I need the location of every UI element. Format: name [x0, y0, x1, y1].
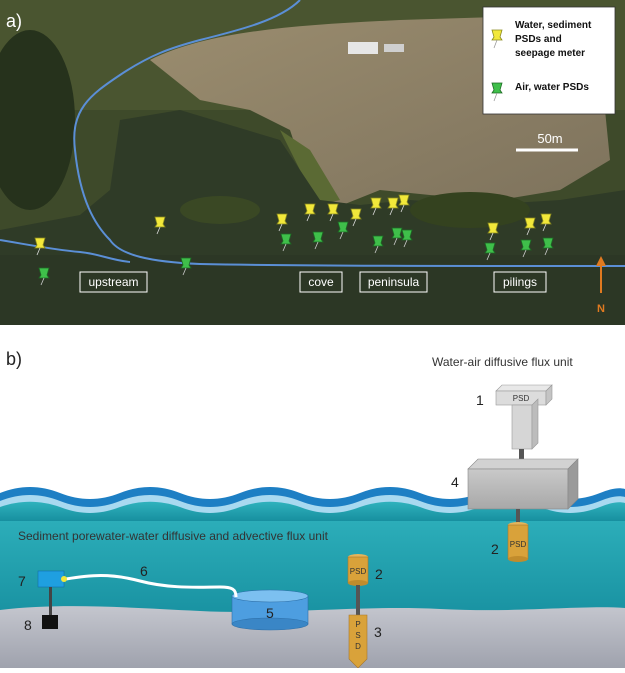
yellow-pin-group	[34, 194, 552, 256]
sediment-unit-title: Sediment porewater-water diffusive and a…	[18, 529, 329, 543]
yellow-pin	[276, 213, 288, 232]
yellow-pin	[387, 197, 399, 216]
panel-a-map: upstream cove peninsula pilings N 50m Wa…	[0, 0, 625, 325]
green-pin	[372, 235, 384, 254]
schematic-svg: b) Water-air diffusive flux unit Sedimen…	[0, 349, 625, 669]
legend-yellow-line3: seepage meter	[515, 48, 585, 59]
sediment-psd-probe: P S D	[348, 614, 368, 669]
green-pin	[391, 227, 403, 246]
yellow-pin	[524, 217, 536, 236]
panel-b-schematic: b) Water-air diffusive flux unit Sedimen…	[0, 325, 625, 669]
site-label-cove: cove	[299, 271, 343, 293]
green-pin	[542, 237, 554, 256]
river-boundary-line	[73, 0, 625, 267]
site-label-peninsula: peninsula	[359, 271, 428, 293]
label-7: 7	[18, 573, 26, 589]
green-pin	[180, 257, 192, 276]
site-label-pilings: pilings	[493, 271, 547, 293]
scale-bar: 50m	[516, 131, 578, 152]
sediment-water-psd-label: PSD	[350, 567, 367, 576]
yellow-pin	[398, 194, 410, 213]
seepage-tube	[65, 574, 238, 598]
water-psd-label: PSD	[510, 540, 527, 549]
north-arrow: N	[596, 256, 606, 315]
probe-letter-d: D	[355, 642, 361, 651]
yellow-pin	[327, 203, 339, 222]
panel-b-letter: b)	[6, 349, 22, 369]
label-2-air: 2	[491, 541, 499, 557]
label-6: 6	[140, 563, 148, 579]
map-legend: Water, sediment PSDs and seepage meter A…	[482, 6, 616, 115]
site-label-cove-text: cove	[308, 275, 334, 289]
legend-yellow-line1: Water, sediment	[515, 20, 592, 31]
label-3: 3	[374, 624, 382, 640]
yellow-pin	[154, 216, 166, 235]
seepage-meter-chamber	[231, 589, 309, 631]
anchor-weight	[42, 615, 58, 629]
building	[384, 44, 404, 52]
air-psd-tube	[511, 404, 533, 450]
probe-letter-s: S	[355, 631, 360, 640]
green-pin	[280, 233, 292, 252]
collection-bag	[37, 570, 65, 588]
green-pin	[337, 221, 349, 240]
green-pin	[38, 267, 50, 286]
north-label: N	[597, 303, 605, 315]
legend-green-line1: Air, water PSDs	[515, 82, 589, 93]
green-pin-group	[38, 221, 554, 286]
legend-yellow-pin-icon	[491, 29, 503, 49]
yellow-pin	[34, 237, 46, 256]
water-psd-canister: PSD	[507, 522, 529, 562]
label-5: 5	[266, 605, 274, 621]
green-pin	[401, 229, 413, 248]
label-8: 8	[24, 617, 32, 633]
air-psd-label: PSD	[513, 394, 530, 403]
yellow-pin	[540, 213, 552, 232]
green-pin	[312, 231, 324, 250]
water-body	[0, 505, 625, 625]
site-label-pilings-text: pilings	[503, 275, 537, 289]
panel-a-letter: a)	[6, 11, 22, 31]
site-label-upstream-text: upstream	[88, 275, 138, 289]
air-unit-title: Water-air diffusive flux unit	[432, 355, 573, 369]
site-label-upstream: upstream	[79, 271, 148, 293]
sediment-water-psd-canister: PSD	[347, 554, 369, 586]
green-pin	[520, 239, 532, 258]
yellow-pin	[487, 222, 499, 241]
yellow-pin	[304, 203, 316, 222]
building	[348, 42, 378, 54]
label-2-sediment: 2	[375, 566, 383, 582]
yellow-pin	[350, 208, 362, 227]
legend-green-pin-icon	[491, 82, 503, 102]
sediment-unit: PSD P S D 2 3 5 6 7 8	[18, 554, 383, 669]
yellow-pin	[370, 197, 382, 216]
float-box	[467, 468, 569, 510]
green-pin	[484, 242, 496, 261]
air-unit: PSD PSD 1 4 2	[451, 384, 579, 562]
site-label-peninsula-text: peninsula	[368, 275, 420, 289]
map-svg: upstream cove peninsula pilings N 50m Wa…	[0, 0, 625, 325]
label-4: 4	[451, 474, 459, 490]
label-1: 1	[476, 392, 484, 408]
scale-label: 50m	[537, 131, 562, 146]
legend-yellow-line2: PSDs and	[515, 34, 562, 45]
sediment-bed	[0, 606, 625, 668]
probe-letter-p: P	[355, 620, 360, 629]
